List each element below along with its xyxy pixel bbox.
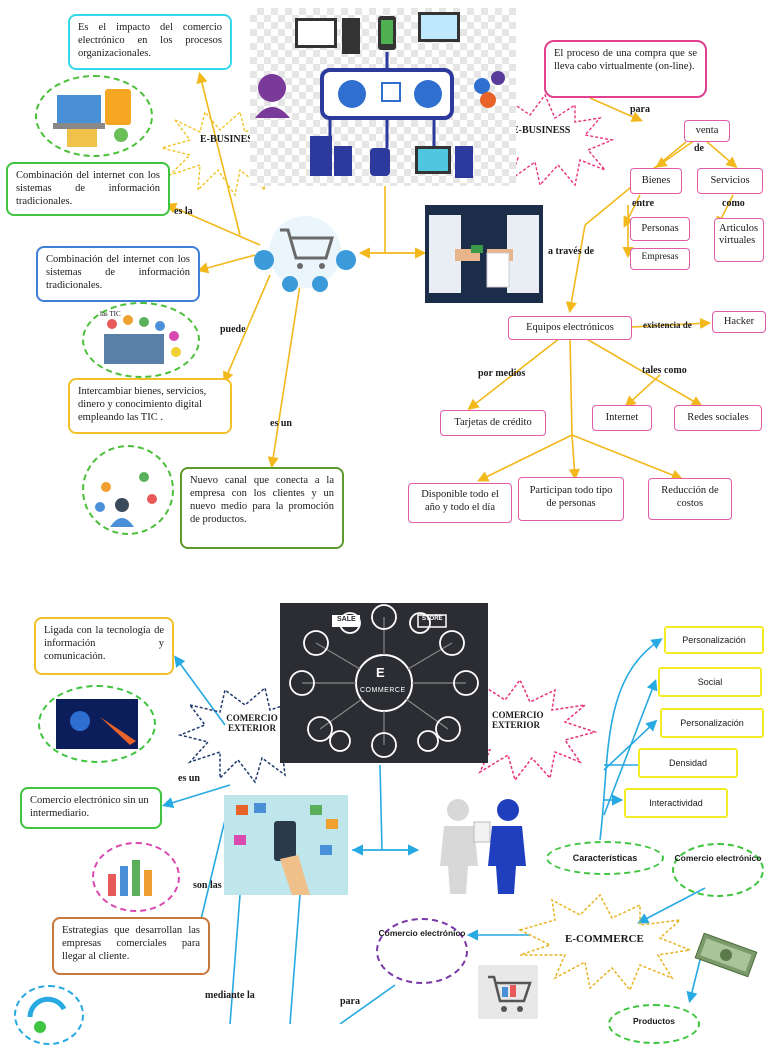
devices-image-frame: [35, 75, 153, 157]
combination-box-2: Combinación del internet con los sistema…: [36, 246, 200, 302]
tic-image-frame: las TIC: [82, 302, 200, 378]
shopping-cart-network-image: [250, 212, 360, 298]
social-networks-node: Redes sociales: [674, 405, 762, 431]
conn-puede: puede: [220, 324, 246, 335]
sale-tag: SALE: [337, 616, 356, 623]
conn-mediante-la: mediante la: [205, 990, 255, 1001]
ecommerce-logo-text: COMMERCE: [360, 687, 406, 694]
sale-node: venta: [684, 120, 730, 142]
cost-reduction-node: Reducción de costos: [648, 478, 732, 520]
products-oval: Productos: [608, 1004, 700, 1044]
conn-de: de: [694, 143, 704, 154]
ebusiness-definition-box: Es el impacto del comercio electrónico e…: [68, 14, 232, 70]
goods-node: Bienes: [630, 168, 682, 194]
conn-para-bottom: para: [340, 996, 360, 1007]
conn-tales-como: tales como: [642, 365, 687, 376]
person-network-image-frame: [82, 445, 174, 535]
services-node: Servicios: [697, 168, 763, 194]
store-tag: STORE: [422, 616, 443, 622]
money-image: [690, 928, 762, 982]
combination-box-1: Combinación del internet con los sistema…: [6, 162, 170, 216]
ebusiness-network-image: [250, 8, 516, 186]
conn-son-las: son las: [193, 880, 222, 891]
ict-linked-box: Ligada con la tecnología de información …: [34, 617, 174, 675]
handshake-figures-image: [432, 796, 528, 896]
exchange-goods-box: Intercambiar bienes, servicios, dinero y…: [68, 378, 232, 434]
cycle-icon-frame: [14, 985, 84, 1045]
characteristics-oval: Características: [546, 841, 664, 875]
feature-social: Social: [658, 667, 762, 697]
conn-es-la: es la: [174, 206, 193, 217]
electronic-devices-node: Equipos electrónicos: [508, 316, 632, 340]
people-node: Personas: [630, 217, 690, 241]
virtual-items-node: Articulos virtuales: [714, 218, 764, 262]
credit-cards-node: Tarjetas de crédito: [440, 410, 546, 436]
tech-hand-image-frame: [38, 685, 156, 763]
mobile-shopping-image: [224, 795, 348, 895]
conn-es-un-bottom: es un: [178, 773, 200, 784]
feature-interactivity: Interactividad: [624, 788, 728, 818]
feature-personalization-2: Personalización: [660, 708, 764, 738]
ecommerce-oval-left: Comercio electrónico: [376, 918, 468, 984]
ebusiness-left-label: E-BUSINESS: [200, 134, 259, 145]
conn-entre: entre: [632, 198, 655, 209]
conn-como: como: [722, 198, 745, 209]
no-intermediary-box: Comercio electrónico sin un intermediari…: [20, 787, 162, 829]
ecommerce-logo-letter: E: [376, 665, 385, 680]
conn-es-un: es un: [270, 418, 292, 429]
feature-density: Densidad: [638, 748, 738, 778]
ecommerce-label: E-COMMERCE: [565, 933, 644, 945]
conn-existencia-de: existencia de: [643, 320, 692, 330]
tic-label: las TIC: [100, 310, 121, 318]
new-channel-box: Nuevo canal que conecta a la empresa con…: [180, 467, 344, 549]
ecommerce-oval-right: Comercio electrónico: [672, 843, 764, 897]
comercio-right-label: COMERCIO EXTERIOR: [492, 710, 544, 730]
all-people-participate-node: Participan todo tipo de personas: [518, 477, 624, 521]
ecommerce-hub-image: SALE STORE E COMMERCE: [280, 603, 488, 763]
conn-para: para: [630, 104, 650, 115]
ecommerce-burst: [517, 893, 693, 992]
purchase-process-box: El proceso de una compra que se lleva ca…: [544, 40, 707, 98]
internet-node: Internet: [592, 405, 652, 431]
strategies-box: Estrategias que desarrollan las empresas…: [52, 917, 210, 975]
conn-a-traves-de: a través de: [548, 246, 595, 257]
ebusiness-right-label: E-BUSINESS: [512, 125, 571, 136]
strategy-image-frame: [92, 842, 180, 912]
feature-personalization-1: Personalización: [664, 626, 764, 654]
comercio-left-label: COMERCIO EXTERIOR: [226, 713, 278, 733]
connector-lines: [161, 71, 738, 1024]
online-payment-image: [425, 205, 543, 303]
companies-node: Empresas: [630, 248, 690, 270]
conn-por-medios: por medios: [478, 368, 526, 379]
hacker-node: Hacker: [712, 311, 766, 333]
always-available-node: Disponible todo el año y todo el día: [408, 483, 512, 523]
shopping-cart-image: [478, 965, 538, 1019]
